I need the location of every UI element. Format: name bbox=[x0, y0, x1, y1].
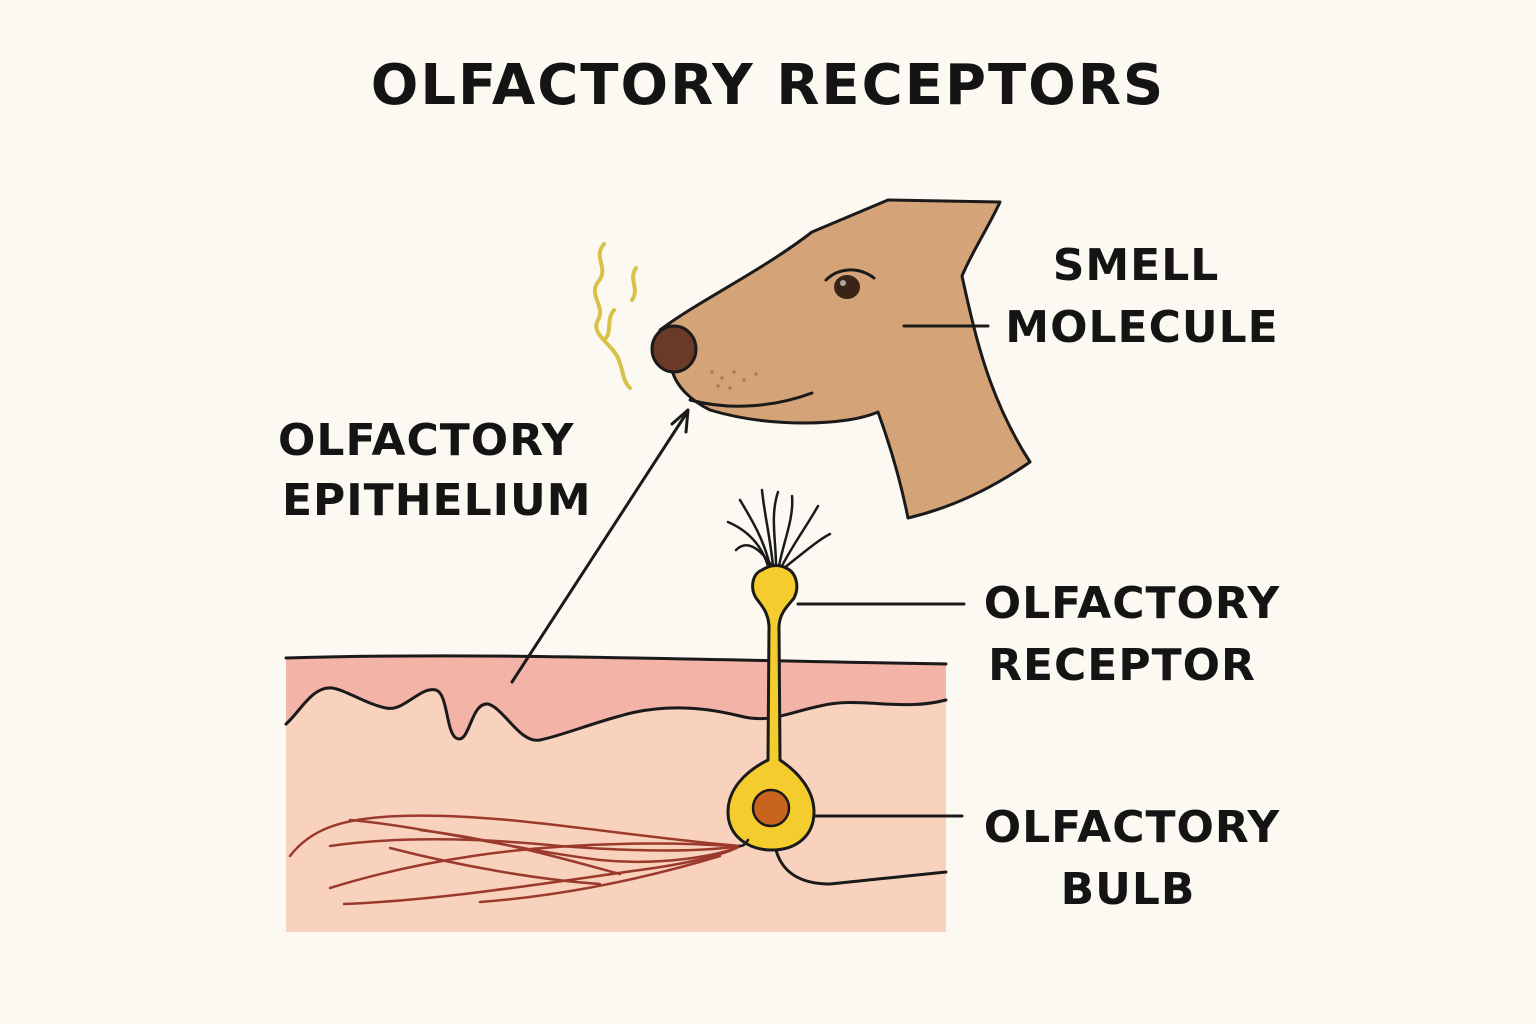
diagram-title: OLFACTORY RECEPTORS bbox=[371, 53, 1166, 118]
dog-head-illustration bbox=[650, 198, 1032, 520]
olfactory-receptor-line-1: OLFACTORY bbox=[984, 578, 1281, 629]
smell-molecule-line-1: SMELL bbox=[1053, 240, 1220, 291]
dog-head bbox=[658, 198, 1032, 520]
olfactory-receptor-line-2: RECEPTOR bbox=[988, 640, 1256, 691]
receptor-axon bbox=[738, 838, 750, 848]
dog-mouth-line bbox=[688, 391, 814, 408]
dog-brow bbox=[824, 268, 876, 282]
tissue-section bbox=[284, 488, 948, 932]
olfactory-receptor-cell bbox=[726, 488, 832, 852]
basement-membrane-line bbox=[284, 686, 948, 742]
receptor-nucleus bbox=[751, 788, 791, 828]
label-olfactory-epithelium: OLFACTORY EPITHELIUM bbox=[278, 415, 592, 526]
receptor-cilia bbox=[726, 488, 832, 570]
whisker-dots bbox=[710, 370, 758, 390]
olfactory-epithelium-line-2: EPITHELIUM bbox=[282, 475, 592, 526]
label-olfactory-bulb: OLFACTORY BULB bbox=[984, 802, 1281, 915]
epithelium-to-nose-arrow bbox=[510, 408, 690, 684]
dog-eye bbox=[834, 275, 860, 299]
odor-wisps bbox=[592, 242, 638, 390]
nerve-fibers bbox=[288, 814, 742, 906]
epithelium-band bbox=[286, 655, 946, 741]
leader-lines bbox=[796, 324, 990, 818]
bulb-outline bbox=[774, 848, 948, 886]
receptor-cell-body bbox=[726, 564, 816, 852]
olfactory-bulb-line-2: BULB bbox=[1061, 864, 1196, 915]
olfactory-bulb-line-1: OLFACTORY bbox=[984, 802, 1281, 853]
olfactory-epithelium-line-1: OLFACTORY bbox=[278, 415, 575, 466]
epithelium-surface-line bbox=[284, 654, 948, 666]
smell-molecule-line-2: MOLECULE bbox=[1005, 302, 1278, 353]
dog-nose bbox=[650, 324, 698, 374]
label-olfactory-receptor: OLFACTORY RECEPTOR bbox=[984, 578, 1281, 691]
label-smell-molecule: SMELL MOLECULE bbox=[1005, 240, 1278, 353]
